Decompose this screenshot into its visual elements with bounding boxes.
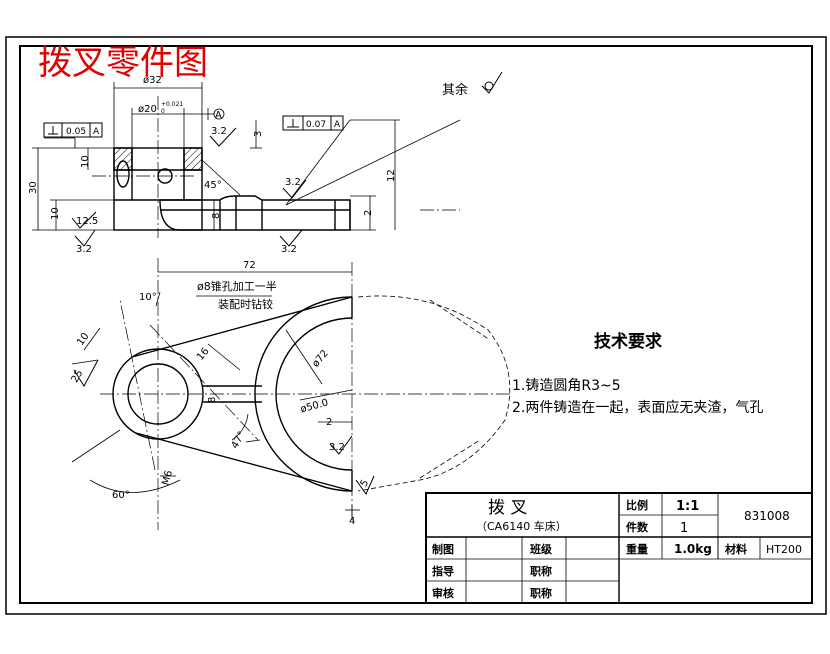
technical-requirements: 技术要求 1.铸造圆角R3~5 2.两件铸造在一起，表面应无夹渣，气孔 <box>512 331 763 416</box>
dim-8b: 8 <box>207 397 218 403</box>
rough-25: 25 <box>70 368 86 385</box>
front-view-dim-lines <box>32 82 461 231</box>
dim-45deg: 45° <box>204 180 222 191</box>
dim-d20: ø20 <box>138 104 157 115</box>
roughness-symbols-front <box>71 127 307 247</box>
dim-m6: M6 <box>161 469 176 486</box>
rough-32d: 3.2 <box>281 244 297 255</box>
dim-16: 16 <box>195 346 212 363</box>
dim-60deg: 60° <box>112 490 130 501</box>
rough-32c: 3.2 <box>76 244 92 255</box>
tb-part-name: 拨 叉 <box>488 498 527 518</box>
front-view-centerlines <box>92 96 460 238</box>
dim-8a: 8 <box>211 213 222 219</box>
flat-datum: A <box>334 120 341 130</box>
tb-material-value: HT200 <box>766 543 802 556</box>
drawing-title: 拨叉零件图 <box>38 43 208 83</box>
pin-note-1: ø8锥孔加工一半 <box>197 279 277 293</box>
pin-note-2: 装配时钻铰 <box>218 297 273 311</box>
tb-qty-label: 件数 <box>626 520 649 534</box>
tech-req-item-2: 2.两件铸造在一起，表面应无夹渣，气孔 <box>512 399 763 416</box>
perpendicularity-frame <box>43 122 103 138</box>
rough-32b: 3.2 <box>285 177 301 188</box>
top-view <box>112 295 511 492</box>
dim-2: 2 <box>363 210 374 216</box>
roughness-symbols-top <box>73 359 375 496</box>
dim-10a: 10 <box>80 155 91 168</box>
tb-weight-label: 重量 <box>626 542 648 556</box>
front-view <box>113 147 351 231</box>
tb-material-label: 材料 <box>725 542 747 556</box>
perp-tol: 0.05 <box>66 127 86 137</box>
perp-datum: A <box>93 127 100 137</box>
dim-d20-tol-lower: 0 <box>161 108 165 115</box>
tb-scale-label: 比例 <box>626 498 648 512</box>
flat-tol: 0.07 <box>306 120 326 130</box>
top-view-centerlines <box>100 258 510 530</box>
tb-drawn-label: 制图 <box>432 542 454 556</box>
roughness-symbol-other <box>481 71 503 94</box>
inner-border <box>19 45 813 604</box>
tech-req-heading: 技术要求 <box>594 331 662 352</box>
dim-d50: ø50.0 <box>299 397 329 415</box>
dim-72: 72 <box>243 260 256 271</box>
dim-r72: ø72 <box>310 348 331 370</box>
tb-scale-value: 1:1 <box>676 499 699 514</box>
top-view-dim-lines <box>71 271 360 520</box>
tb-guide-label: 指导 <box>432 564 454 578</box>
dim-10b: 10 <box>50 207 61 220</box>
dim-10deg: 10° <box>139 292 157 303</box>
dim-10c: 10 <box>75 331 91 348</box>
datum-a-label: A <box>215 110 222 121</box>
rough-32a: 3.2 <box>211 126 227 137</box>
dim-47deg: 47° <box>230 430 248 451</box>
dim-d20-tol-upper: +0.021 <box>161 101 183 108</box>
tb-qty-value: 1 <box>680 521 688 536</box>
tech-req-item-1: 1.铸造圆角R3~5 <box>512 378 621 394</box>
dim-3: 3 <box>253 131 264 137</box>
flatness-frame <box>282 115 344 131</box>
dim-2b: 2 <box>326 417 332 428</box>
tb-class-label: 班级 <box>530 542 553 556</box>
tb-review-label: 审核 <box>432 586 454 600</box>
tb-weight-value: 1.0kg <box>674 542 712 556</box>
title-block <box>425 492 813 604</box>
dim-4: 4 <box>349 516 355 527</box>
tb-drawing-no: 831008 <box>744 509 790 523</box>
dim-d32: ø32 <box>143 75 162 86</box>
tb-machine: （CA6140 车床） <box>476 519 567 533</box>
rough-5: 5 <box>359 478 372 489</box>
rough-125: 12.5 <box>76 216 98 227</box>
tb-title-label-1: 职称 <box>530 564 552 578</box>
outer-border <box>5 36 827 615</box>
tb-title-label-2: 职称 <box>530 586 552 600</box>
rough-32e: 3.2 <box>329 442 345 453</box>
dim-12: 12 <box>386 169 397 182</box>
surface-note-label: 其余 <box>442 82 468 98</box>
dim-30: 30 <box>28 181 39 194</box>
